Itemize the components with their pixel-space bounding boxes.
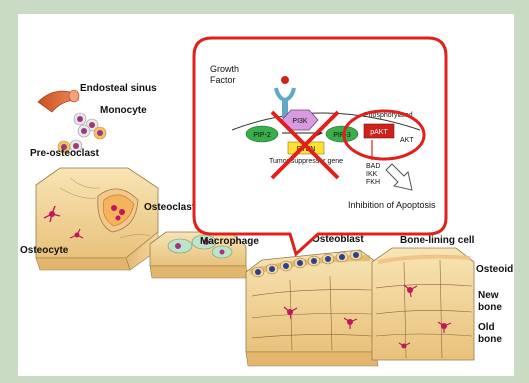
label-new-bone-line1: New: [478, 290, 499, 301]
pi3k-label: PI3K: [292, 118, 308, 125]
pip3-node: PIP-3: [326, 126, 358, 142]
label-pre-osteoclast: Pre-osteoclast: [30, 148, 100, 159]
label-osteoid: Osteoid: [476, 264, 513, 275]
ikk-label: IKK: [366, 171, 378, 178]
label-old-bone-line1: Old: [478, 322, 495, 333]
label-osteoblast: Osteoblast: [312, 234, 364, 245]
label-new-bone-line2: bone: [478, 302, 502, 313]
bad-label: BAD: [366, 163, 380, 170]
label-endosteal-sinus: Endosteal sinus: [80, 83, 157, 94]
label-bone-lining-cell: Bone-lining cell: [400, 235, 475, 246]
inhibition-of-apoptosis-label: Inhibition of Apoptosis: [348, 200, 436, 210]
label-osteoclast: Osteoclast: [144, 202, 196, 213]
growth-factor-line1: Growth: [210, 64, 239, 74]
pip2-node: PIP-2: [246, 126, 278, 142]
fkh-label: FKH: [366, 179, 380, 186]
label-monocyte: Monocyte: [100, 105, 147, 116]
label-macrophage: Macrophage: [200, 236, 259, 247]
akt-label: AKT: [400, 137, 414, 144]
pip2-label: PIP-2: [253, 132, 271, 139]
label-osteocyte: Osteocyte: [20, 245, 69, 256]
tumor-suppressor-label: Tumor suppressor gene: [269, 158, 343, 165]
pakt-label: pAKT: [370, 129, 388, 136]
label-old-bone-line2: bone: [478, 334, 502, 345]
bone-block-lining: [372, 248, 474, 360]
growth-factor-line2: Factor: [210, 75, 236, 85]
signaling-callout: Growth Factor PI3K PIP-2 PIP-3 PTEN: [194, 38, 446, 254]
pakt-node: pAKT: [364, 124, 394, 138]
bone-block-osteoblast: [246, 250, 378, 366]
pip3-label: PIP-3: [333, 132, 351, 139]
